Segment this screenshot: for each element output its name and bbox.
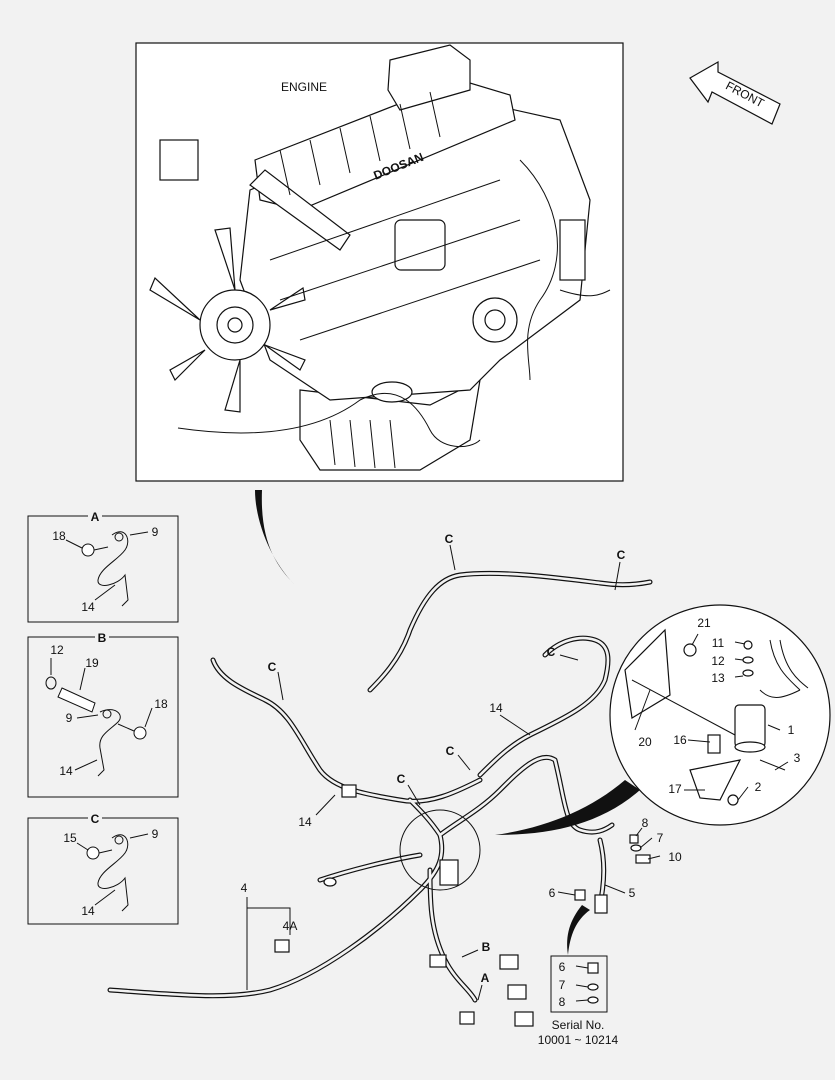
part-callout: 1 — [788, 723, 795, 737]
inset-a-part: 18 — [52, 529, 66, 543]
clip-callout: C — [445, 532, 454, 546]
part-callout: 14 — [298, 815, 312, 829]
inset-a: A 18 9 14 — [27, 509, 179, 623]
part-callout: 4 — [241, 881, 248, 895]
inset-a-title: A — [91, 510, 100, 524]
part-callout: 12 — [711, 654, 725, 668]
detail-pointer — [495, 780, 640, 835]
part-callout: 8 — [642, 816, 649, 830]
inset-c-part: 9 — [152, 827, 159, 841]
inset-a-part: 14 — [81, 600, 95, 614]
detail-part: 7 — [559, 978, 566, 992]
part-callout: 14 — [489, 701, 503, 715]
clip-callout: C — [446, 744, 455, 758]
part-callout: 4A — [283, 919, 298, 933]
part-callout: 17 — [668, 782, 682, 796]
part-callout: 16 — [673, 733, 687, 747]
inset-c-title: C — [91, 812, 100, 826]
part-callout: 10 — [668, 850, 682, 864]
inset-b-part: 18 — [154, 697, 168, 711]
part-callout: 6 — [549, 886, 556, 900]
inset-c-part: 15 — [63, 831, 77, 845]
part-callout: 5 — [629, 886, 636, 900]
inset-b-part: 9 — [66, 711, 73, 725]
detail-part: 6 — [559, 960, 566, 974]
clip-callout: C — [397, 772, 406, 786]
detail-part: 8 — [559, 995, 566, 1009]
clip-callout: A — [481, 971, 490, 985]
engine-pointer — [255, 490, 295, 585]
clip-callout: C — [617, 548, 626, 562]
inset-a-part: 9 — [152, 525, 159, 539]
part-callout: 21 — [697, 616, 711, 630]
wiring-harness: C C C C C C B A 21 11 12 13 20 16 1 3 17… — [107, 532, 831, 1047]
part-callout: 3 — [794, 751, 801, 765]
inset-b-part: 14 — [59, 764, 73, 778]
engine-label: ENGINE — [281, 80, 327, 94]
part-callout: 20 — [638, 735, 652, 749]
clip-callout: C — [268, 660, 277, 674]
part-callout: 13 — [711, 671, 725, 685]
detail-box-pointer — [567, 905, 590, 955]
inset-b-title: B — [98, 631, 107, 645]
clip-callout: C — [547, 645, 556, 659]
clip-callout: B — [482, 940, 491, 954]
serial-range: 10001 ~ 10214 — [538, 1033, 619, 1047]
inset-c-part: 14 — [81, 904, 95, 918]
engine-illustration: ENGINE DOOSAN — [135, 42, 624, 482]
inset-b-part: 19 — [85, 656, 99, 670]
part-callout: 2 — [755, 780, 762, 794]
serial-label: Serial No. — [552, 1018, 605, 1032]
front-arrow: FRONT — [689, 60, 781, 125]
part-callout: 7 — [657, 831, 664, 845]
inset-c: C 15 9 14 — [27, 811, 179, 925]
part-callout: 11 — [712, 636, 725, 650]
inset-b: B 12 19 9 18 14 — [27, 630, 179, 798]
inset-b-part: 12 — [50, 643, 64, 657]
